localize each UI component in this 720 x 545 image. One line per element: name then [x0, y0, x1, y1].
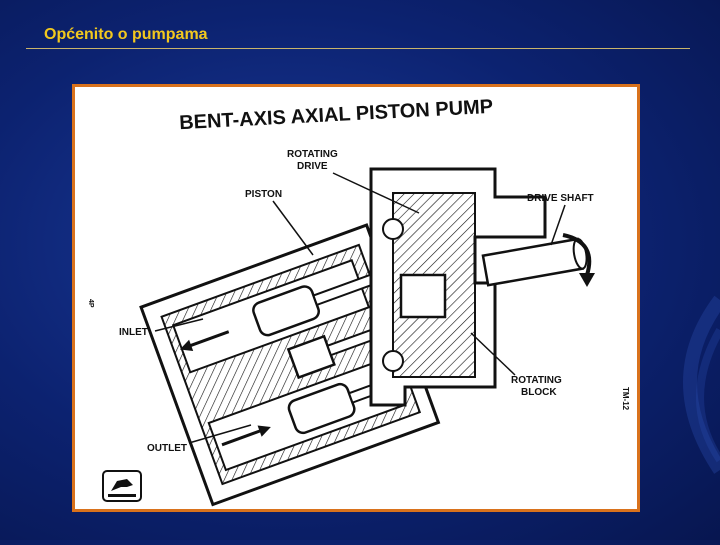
label-outlet: OUTLET	[147, 443, 187, 454]
side-code: TM-12	[621, 387, 630, 411]
label-rotating-block-2: BLOCK	[521, 387, 557, 398]
john-deere-logo	[102, 470, 142, 502]
label-rotating-drive-2: DRIVE	[297, 161, 328, 172]
label-drive-shaft: DRIVE SHAFT	[527, 193, 594, 204]
label-piston: PISTON	[245, 189, 282, 200]
margin-mark: 4P	[87, 299, 94, 308]
drive-shaft	[481, 237, 588, 287]
drive-socket	[399, 273, 447, 319]
label-rotating-drive-1: ROTATING	[287, 149, 338, 160]
title-divider	[26, 48, 690, 49]
diagram-frame: BENT-AXIS AXIAL PISTON PUMP	[72, 84, 640, 512]
diagram-heading: BENT-AXIS AXIAL PISTON PUMP	[179, 96, 494, 134]
label-rotating-block-1: ROTATING	[511, 375, 562, 386]
slide-title: Općenito o pumpama	[44, 26, 208, 43]
rotation-arrow	[562, 233, 592, 276]
background-decoration	[600, 0, 720, 540]
label-inlet: INLET	[119, 327, 148, 338]
pump-diagram: BENT-AXIS AXIAL PISTON PUMP	[87, 96, 630, 507]
rotating-drive-block	[369, 167, 547, 407]
